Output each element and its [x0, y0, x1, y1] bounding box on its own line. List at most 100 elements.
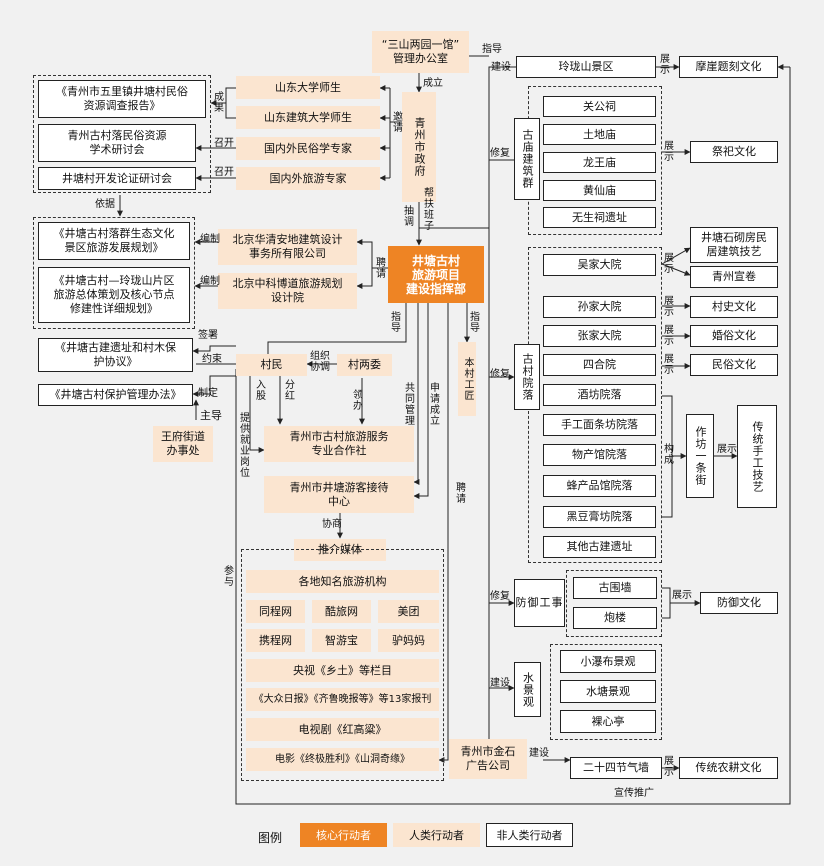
- media-item: 电视剧《红高粱》: [246, 718, 439, 741]
- wall-item: 炮楼: [573, 607, 657, 629]
- node-plan1: 《井塘古村落群生态文化 景区旅游发展规划》: [38, 222, 190, 260]
- node-jinshi: 青州市金石 广告公司: [449, 739, 527, 779]
- edge-label: 提供就业岗位: [240, 413, 250, 479]
- temple-item: 龙王庙: [543, 152, 656, 173]
- node-gov: 青州市政府: [402, 92, 436, 202]
- edge-label: 邀请: [393, 112, 403, 134]
- water-item: 裸心亭: [560, 710, 656, 733]
- edge-label: 召开: [214, 167, 234, 178]
- node-hq: 井塘古村 旅游项目 建设指挥部: [388, 246, 484, 303]
- courtyard-item: 酒坊院落: [543, 384, 656, 406]
- node-jisi: 祭祀文化: [690, 141, 778, 163]
- legend-nonhuman: 非人类行动者: [486, 823, 573, 847]
- media-item: 电影《终极胜利》《山洞奇缘》: [246, 748, 439, 771]
- temple-item: 黄仙庙: [543, 180, 656, 201]
- edge-label: 约束: [202, 354, 222, 365]
- node-inst1: 北京华清安地建筑设计 事务所有限公司: [218, 229, 357, 265]
- edge-label: 展示: [664, 756, 674, 778]
- edge-label: 制定: [198, 388, 218, 399]
- edge-label: 召开: [214, 138, 234, 149]
- edge-label: 编制: [200, 234, 220, 245]
- edge-label: 聘请: [376, 258, 386, 280]
- node-conf: 青州古村落民俗资源 学术研讨会: [38, 124, 196, 162]
- node-solar: 二十四节气墙: [570, 757, 662, 779]
- courtyard-item: 黑豆膏坊院落: [543, 506, 656, 528]
- edge-label: 宣传推广: [614, 788, 654, 799]
- node-stone: 井塘石砌房民 居建筑技艺: [690, 227, 778, 263]
- edge-label: 展示: [717, 444, 737, 455]
- media-item: 《大众日报》《齐鲁晚报等》等13家报刊: [246, 688, 439, 711]
- edge-label: 依据: [95, 199, 115, 210]
- edge-label: 申请成立: [430, 383, 440, 427]
- defense-group-box: [566, 570, 662, 637]
- node-xuanjuan: 青州宣卷: [690, 266, 778, 288]
- courtyard-item: 手工面条坊院落: [543, 414, 656, 436]
- reports-group: [33, 75, 211, 193]
- edge-label: 展示: [664, 325, 674, 347]
- media-item: 美团: [378, 600, 439, 623]
- edge-label: 编制: [200, 276, 220, 287]
- edge-label: 修复: [490, 591, 510, 602]
- node-workshop: 作坊一条街: [686, 414, 714, 498]
- node-defense-group: 防御工事: [514, 579, 565, 627]
- node-office: “三山两园一馆” 管理办公室: [372, 31, 469, 73]
- legend-core: 核心行动者: [300, 823, 387, 847]
- node-wangfu: 王府街道 办事处: [153, 426, 213, 462]
- node-courtyard-group: 古村院落: [514, 344, 540, 410]
- edge-label: 展示: [660, 54, 670, 76]
- edge-label: 聘请: [456, 483, 466, 505]
- edge-label: 入股: [256, 380, 266, 402]
- legend-title: 图例: [258, 831, 283, 845]
- edge-label: 建设: [491, 62, 511, 73]
- courtyard-item: 张家大院: [543, 325, 656, 347]
- media-item: 酷旅网: [312, 600, 371, 623]
- edge-label: 帮扶班子: [424, 188, 434, 232]
- edge-label: 指导: [470, 312, 480, 334]
- edge-label: 共同管理: [405, 383, 415, 427]
- media-item: 各地知名旅游机构: [246, 570, 439, 593]
- node-cunshi: 村史文化: [690, 296, 778, 318]
- media-group: [241, 549, 444, 781]
- node-craft: 传统手工技艺: [737, 405, 777, 508]
- water-group-box: [550, 644, 662, 740]
- edge-label: 组织 协调: [310, 351, 330, 373]
- node-sdu: 山东大学师生: [236, 76, 380, 99]
- node-folk: 国内外民俗学专家: [236, 137, 380, 160]
- edge-label: 参与: [224, 566, 234, 588]
- edge-label: 签署: [198, 330, 218, 341]
- node-media: 推介媒体: [294, 539, 386, 561]
- node-committee: 村两委: [337, 354, 392, 376]
- edge-label: 展示: [664, 354, 674, 376]
- node-moya: 摩崖题刻文化: [679, 56, 778, 78]
- media-item: 携程网: [246, 629, 305, 652]
- edge-label: 指导: [482, 44, 502, 55]
- edge-label: 成果: [214, 92, 224, 114]
- temple-item: 无生祠遗址: [543, 207, 656, 228]
- edge-label: 构成: [664, 444, 674, 466]
- courtyard-item: 吴家大院: [543, 254, 656, 276]
- node-prot2: 《井塘古村保护管理办法》: [38, 384, 193, 406]
- node-sjzu: 山东建筑大学师生: [236, 106, 380, 129]
- edge-label: 抽调: [404, 206, 414, 228]
- courtyard-item: 四合院: [543, 354, 656, 376]
- node-tour: 国内外旅游专家: [236, 167, 380, 190]
- water-item: 水塘景观: [560, 680, 656, 703]
- node-center: 青州市井塘游客接待 中心: [264, 476, 414, 513]
- node-villagers: 村民: [236, 354, 307, 376]
- node-farming: 传统农耕文化: [679, 757, 778, 779]
- edge-label: 协商: [322, 519, 342, 530]
- courtyard-item: 物产馆院落: [543, 444, 656, 466]
- edge-label: 成立: [423, 78, 443, 89]
- edge-label: 展示: [664, 253, 674, 275]
- node-prot1: 《井塘古建遗址和村木保 护协议》: [38, 338, 193, 372]
- media-item: 智游宝: [312, 629, 371, 652]
- edge-label: 指导: [391, 312, 401, 334]
- media-item: 同程网: [246, 600, 305, 623]
- node-inst2: 北京中科博道旅游规划 设计院: [218, 273, 357, 309]
- plans-group: [33, 217, 195, 329]
- node-water-group: 水景观: [514, 662, 541, 717]
- node-plan2: 《井塘古村—玲珑山片区 旅游总体策划及核心节点 修建性详细规划》: [38, 267, 190, 323]
- wall-item: 古围墙: [573, 577, 657, 599]
